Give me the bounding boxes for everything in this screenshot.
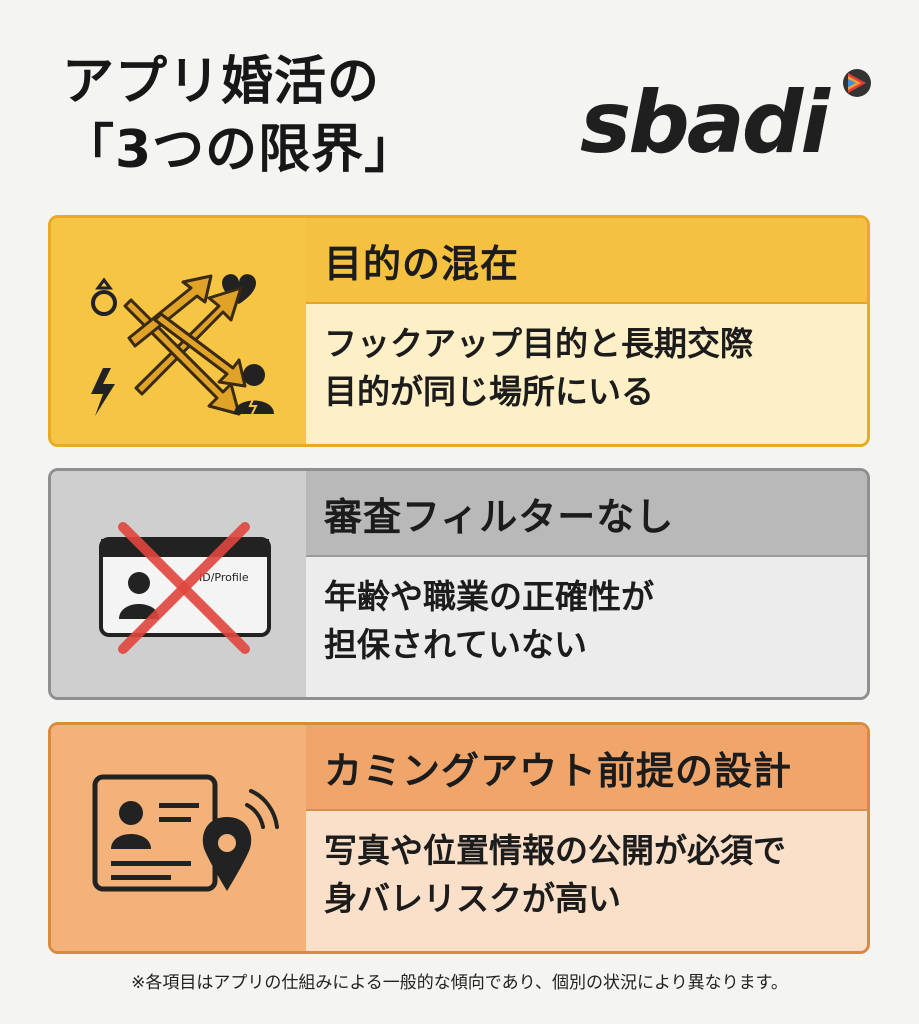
logo-arrow-icon (843, 69, 871, 97)
card-title: 目的の混在 (306, 218, 867, 304)
desc-line-2: 目的が同じ場所にいる (324, 372, 654, 411)
limit-card-exposure-design: カミングアウト前提の設計 写真や位置情報の公開が必須で 身バレリスクが高い (48, 722, 870, 954)
id-card-crossed-icon: ID/Profile (99, 522, 271, 654)
page-title: アプリ婚活の 「3つの限界」 (62, 48, 417, 184)
card-title: 審査フィルターなし (306, 471, 867, 557)
card-description: 写真や位置情報の公開が必須で 身バレリスクが高い (306, 811, 867, 951)
limit-card-no-screening: ID/Profile 審査フィルターなし 年齢や職業の正確性が 担保されていない (48, 468, 870, 700)
desc-line-1: フックアップ目的と長期交際 (324, 324, 753, 363)
card-icon-area (51, 218, 306, 444)
desc-line-1: 写真や位置情報の公開が必須で (324, 831, 786, 870)
desc-line-1: 年齢や職業の正確性が (324, 577, 654, 616)
limit-card-mixed-purpose: 目的の混在 フックアップ目的と長期交際 目的が同じ場所にいる (48, 215, 870, 447)
title-line-1: アプリ婚活の (62, 52, 381, 112)
id-card-label: ID/Profile (199, 571, 249, 584)
brand-logo: sbadi (580, 73, 830, 173)
card-icon-area (51, 725, 306, 951)
footnote: ※各項目はアプリの仕組みによる一般的な傾向であり、個別の状況により異なります。 (131, 973, 788, 993)
card-description: フックアップ目的と長期交際 目的が同じ場所にいる (306, 304, 867, 444)
crossing-arrows-icon (91, 274, 274, 416)
card-icon-area: ID/Profile (51, 471, 306, 697)
card-title: カミングアウト前提の設計 (306, 725, 867, 811)
desc-line-2: 担保されていない (324, 625, 588, 664)
card-description: 年齢や職業の正確性が 担保されていない (306, 557, 867, 697)
desc-line-2: 身バレリスクが高い (324, 879, 621, 918)
profile-location-icon (92, 774, 279, 892)
title-line-2: 「3つの限界」 (62, 120, 418, 180)
